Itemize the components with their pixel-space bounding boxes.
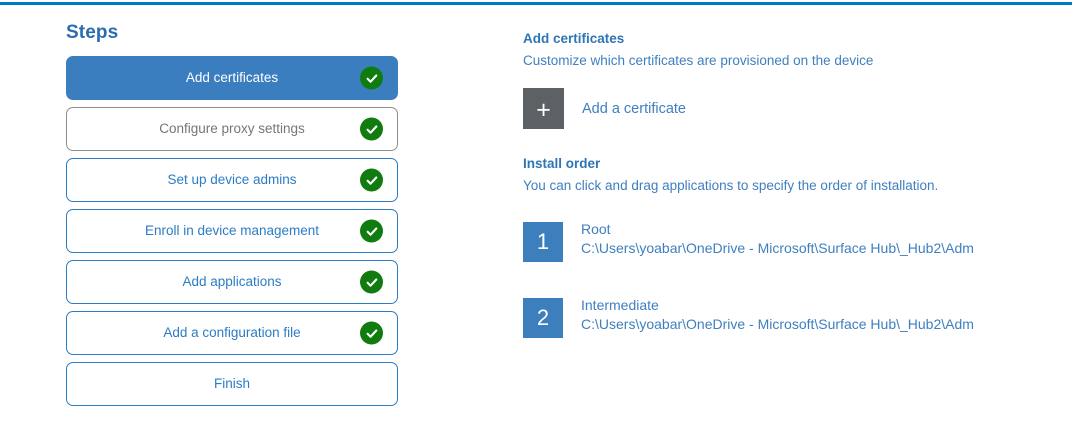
steps-pane: Steps Add certificates Configure proxy s… [66,22,398,406]
top-accent-rule [0,2,1072,5]
add-a-certificate-link[interactable]: Add a certificate [582,100,686,117]
list-item[interactable]: 1 Root C:\Users\yoabar\OneDrive - Micros… [523,220,1043,262]
add-certificate-row[interactable]: + Add a certificate [523,88,1043,129]
plus-glyph: + [536,96,551,124]
step-configure-proxy-settings[interactable]: Configure proxy settings [66,107,398,151]
step-label: Configure proxy settings [159,121,305,136]
step-label: Add applications [182,274,282,289]
order-item-text: Root C:\Users\yoabar\OneDrive - Microsof… [581,220,974,258]
add-certificates-heading: Add certificates [523,31,625,46]
step-finish[interactable]: Finish [66,362,398,406]
order-item-path: C:\Users\yoabar\OneDrive - Microsoft\Sur… [581,240,974,256]
check-circle-icon [360,117,383,141]
check-circle-icon [360,270,383,294]
step-label: Add a configuration file [163,325,301,340]
step-label: Add certificates [185,70,279,85]
order-item-name: Intermediate [581,297,659,313]
step-label: Finish [213,376,250,391]
step-add-certificates[interactable]: Add certificates [66,56,398,100]
plus-icon[interactable]: + [523,88,564,129]
step-add-a-configuration-file[interactable]: Add a configuration file [66,311,398,355]
install-order-section: Install order You can click and drag app… [523,155,1043,338]
detail-pane: Add certificates Customize which certifi… [523,30,1043,374]
step-list: Add certificates Configure proxy setting… [66,56,398,406]
add-certificates-section: Add certificates Customize which certifi… [523,30,1043,129]
add-certificates-subtext: Customize which certificates are provisi… [523,53,874,68]
install-order-subtext: You can click and drag applications to s… [523,178,939,193]
check-circle-icon [360,66,383,90]
step-label: Enroll in device management [144,223,320,238]
step-add-applications[interactable]: Add applications [66,260,398,304]
list-item[interactable]: 2 Intermediate C:\Users\yoabar\OneDrive … [523,296,1043,338]
order-item-path: C:\Users\yoabar\OneDrive - Microsoft\Sur… [581,316,974,332]
check-circle-icon [360,168,383,192]
order-item-name: Root [581,221,611,237]
install-order-heading: Install order [523,156,601,171]
check-circle-icon [360,321,383,345]
check-circle-icon [360,219,383,243]
install-order-list: 1 Root C:\Users\yoabar\OneDrive - Micros… [523,220,1043,338]
order-number-badge: 1 [523,222,563,262]
order-item-text: Intermediate C:\Users\yoabar\OneDrive - … [581,296,974,334]
step-label: Set up device admins [167,172,297,187]
step-set-up-device-admins[interactable]: Set up device admins [66,158,398,202]
steps-title: Steps [66,22,119,43]
order-number-badge: 2 [523,298,563,338]
step-enroll-in-device-management[interactable]: Enroll in device management [66,209,398,253]
